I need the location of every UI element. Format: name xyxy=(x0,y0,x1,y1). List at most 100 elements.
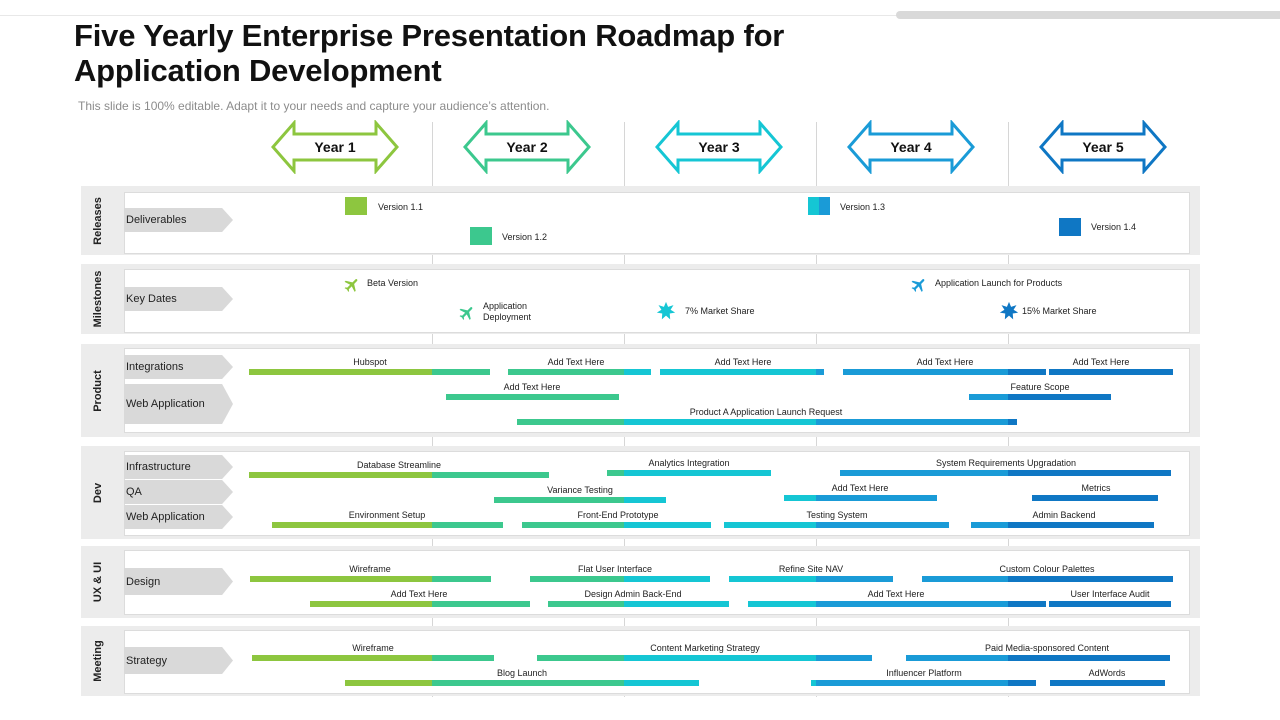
milestone-label: 15% Market Share xyxy=(1022,306,1097,316)
starburst-icon xyxy=(999,301,1019,320)
task-bar xyxy=(537,655,872,661)
task-label: Add Text Here xyxy=(390,589,448,599)
plane-icon xyxy=(459,307,473,320)
milestone-label: Application Deployment xyxy=(483,301,532,322)
task-label: Custom Colour Palettes xyxy=(999,564,1095,574)
year-arrow-4: Year 4 xyxy=(846,120,976,174)
dev-track xyxy=(124,451,1190,536)
task-label: Hubspot xyxy=(353,357,387,367)
row-label: Web Application xyxy=(124,505,233,529)
task-label: Design Admin Back-End xyxy=(584,589,682,599)
year-arrow-1: Year 1 xyxy=(270,120,400,174)
task-bar xyxy=(310,601,530,607)
row-label: Strategy xyxy=(124,647,233,674)
year-arrow-5: Year 5 xyxy=(1038,120,1168,174)
task-bar xyxy=(1032,495,1158,501)
year-label: Year 3 xyxy=(698,139,740,155)
task-bar xyxy=(1049,369,1173,375)
section-label: Milestones xyxy=(92,270,104,328)
starburst-icon xyxy=(656,301,676,320)
task-bar xyxy=(250,576,491,582)
year-label: Year 4 xyxy=(890,139,932,155)
row-label: Deliverables xyxy=(124,208,233,232)
release-marker xyxy=(470,227,492,245)
release-marker xyxy=(808,197,830,215)
page-title: Five Yearly Enterprise Presentation Road… xyxy=(74,18,785,88)
page-subtitle: This slide is 100% editable. Adapt it to… xyxy=(78,99,550,113)
task-label: Refine Site NAV xyxy=(778,564,844,574)
year-label: Year 5 xyxy=(1082,139,1124,155)
task-bar xyxy=(840,470,1171,476)
year-label: Year 1 xyxy=(314,139,356,155)
release-label: Version 1.3 xyxy=(840,202,886,212)
release-label: Version 1.2 xyxy=(502,232,548,242)
row-label: Web Application xyxy=(124,384,233,424)
task-label: Flat User Interface xyxy=(577,564,653,574)
task-label: Product A Application Launch Request xyxy=(689,407,843,417)
task-bar xyxy=(548,601,729,607)
task-bar xyxy=(748,601,1046,607)
task-label: Metrics xyxy=(1081,483,1111,493)
task-label: Admin Backend xyxy=(1032,510,1096,520)
plane-icon xyxy=(344,279,358,292)
section-label: Product xyxy=(92,369,104,412)
row-label: Infrastructure xyxy=(124,455,233,479)
release-marker xyxy=(1059,218,1081,236)
task-bar xyxy=(729,576,893,582)
task-bar xyxy=(843,369,1046,375)
milestone-label: 7% Market Share xyxy=(685,306,755,316)
product-track xyxy=(124,348,1190,433)
milestone-label: Application Launch for Products xyxy=(935,278,1063,288)
task-label: Wireframe xyxy=(352,643,394,653)
task-label: Add Text Here xyxy=(503,382,561,392)
top-rule xyxy=(0,15,900,16)
task-label: Add Text Here xyxy=(916,357,974,367)
row-label: Key Dates xyxy=(124,287,233,311)
row-label: Integrations xyxy=(124,355,233,379)
task-bar xyxy=(971,522,1154,528)
task-label: Wireframe xyxy=(349,564,391,574)
task-label: Environment Setup xyxy=(348,510,426,520)
task-bar xyxy=(922,576,1173,582)
task-bar xyxy=(724,522,949,528)
task-bar xyxy=(517,419,1017,425)
task-label: Front-End Prototype xyxy=(577,510,659,520)
task-bar xyxy=(660,369,824,375)
task-bar xyxy=(494,497,666,503)
milestone-label: Beta Version xyxy=(367,278,419,288)
task-bar xyxy=(811,680,1036,686)
plane-icon xyxy=(911,279,925,292)
task-bar xyxy=(249,369,490,375)
task-label: Paid Media-sponsored Content xyxy=(984,643,1110,653)
task-bar xyxy=(522,522,711,528)
task-label: Analytics Integration xyxy=(648,458,730,468)
task-label: Influencer Platform xyxy=(886,668,962,678)
row-label: Design xyxy=(124,568,233,595)
task-label: Feature Scope xyxy=(1010,382,1070,392)
task-bar xyxy=(249,472,549,478)
task-bar xyxy=(272,522,503,528)
task-bar xyxy=(1049,601,1171,607)
release-marker xyxy=(345,197,367,215)
task-label: Content Marketing Strategy xyxy=(650,643,760,653)
year-label: Year 2 xyxy=(506,139,548,155)
task-label: AdWords xyxy=(1088,668,1126,678)
milestones-track xyxy=(124,269,1190,333)
task-label: Add Text Here xyxy=(547,357,605,367)
task-bar xyxy=(784,495,937,501)
top-decor-bar xyxy=(896,11,1280,19)
task-bar xyxy=(345,680,699,686)
task-label: Blog Launch xyxy=(496,668,548,678)
section-label: Dev xyxy=(92,482,104,503)
task-bar xyxy=(252,655,494,661)
task-label: Variance Testing xyxy=(547,485,613,495)
year-arrow-2: Year 2 xyxy=(462,120,592,174)
task-bar xyxy=(508,369,651,375)
task-label: Add Text Here xyxy=(867,589,925,599)
section-label: Releases xyxy=(92,196,104,245)
task-label: Add Text Here xyxy=(1072,357,1130,367)
task-bar xyxy=(446,394,619,400)
task-label: Add Text Here xyxy=(831,483,889,493)
task-bar xyxy=(530,576,710,582)
task-label: Database Streamline xyxy=(356,460,442,470)
